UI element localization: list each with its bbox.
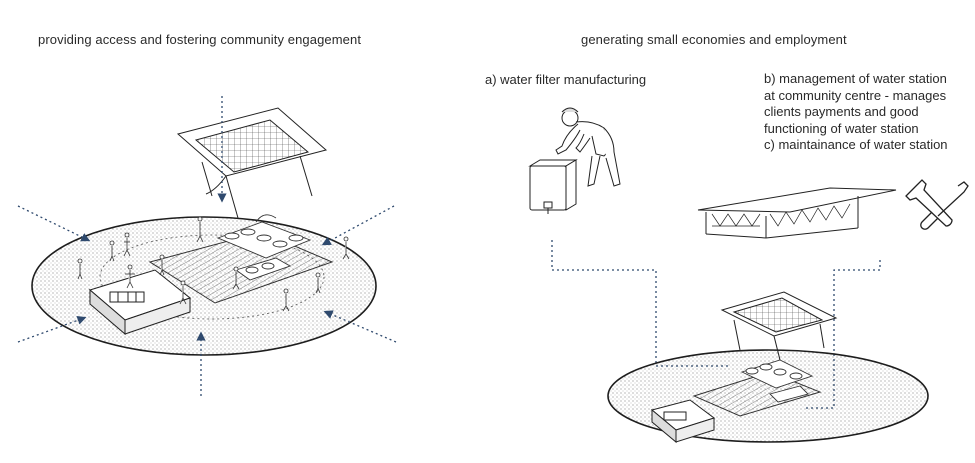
water-filter-icon bbox=[528, 159, 578, 214]
item-b-line: clients payments and good bbox=[764, 104, 919, 119]
right-community-site bbox=[607, 291, 929, 444]
item-c-line: c) maintainance of water station bbox=[764, 137, 948, 152]
access-arrows bbox=[17, 96, 397, 396]
left-heading: providing access and fostering community… bbox=[38, 32, 362, 47]
item-b-line: b) management of water station bbox=[764, 71, 947, 86]
community-centre-icon bbox=[697, 187, 897, 239]
wrench-screwdriver-icon bbox=[905, 179, 969, 230]
tank-row bbox=[216, 214, 312, 281]
left-community-site bbox=[17, 96, 397, 396]
people-figures bbox=[77, 216, 350, 312]
right-heading: generating small economies and employmen… bbox=[581, 32, 847, 47]
item-b-line: at community centre - manages bbox=[764, 88, 947, 103]
item-b-line: functioning of water station bbox=[764, 121, 919, 136]
solar-roof bbox=[176, 107, 328, 219]
connector-lines bbox=[551, 240, 881, 409]
station-block bbox=[88, 269, 192, 336]
worker-figure-icon bbox=[555, 107, 621, 187]
item-a-label: a) water filter manufacturing bbox=[485, 72, 647, 87]
